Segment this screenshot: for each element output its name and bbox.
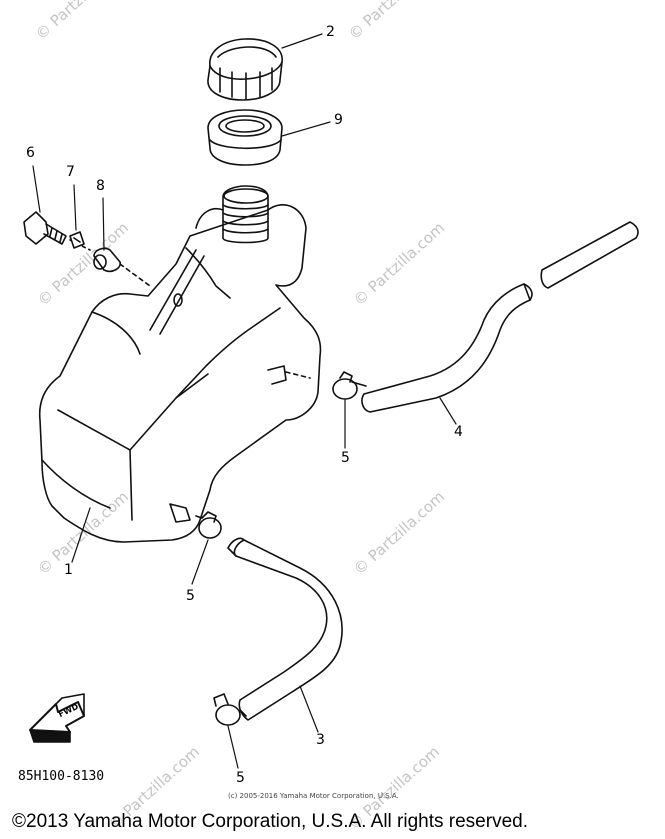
lower-outlet-nipple [169,503,191,523]
upper-outlet-nipple [267,365,311,385]
drawing-code: 85H100-8130 [18,769,105,784]
cap-gasket[interactable] [207,109,283,166]
lower-hose[interactable] [227,537,343,721]
callout-upper-hose-clamp: 5 [341,450,350,466]
bottom-hose-clamp[interactable] [213,693,247,726]
leader-lines [32,33,457,769]
small-copyright: (c) 2005-2016 Yamaha Motor Corporation, … [228,792,399,800]
main-copyright: ©2013 Yamaha Motor Corporation, U.S.A. A… [12,811,528,832]
callout-lower-hose-clamp: 5 [186,588,195,604]
callout-fuel-cap: 2 [326,24,335,40]
clip[interactable] [69,231,85,249]
grommet-nut[interactable] [93,247,151,287]
fuel-cap[interactable] [207,38,283,101]
callout-upper-hose: 4 [454,424,463,440]
upper-hose[interactable] [361,221,639,413]
fuel-tank[interactable] [38,204,322,543]
bolt[interactable] [23,211,91,251]
lower-hose-clamp[interactable] [195,511,222,539]
callout-clip: 7 [66,164,75,180]
fwd-arrow-icon [29,693,85,743]
callout-bolt: 6 [26,145,35,161]
callout-grommet-nut: 8 [96,178,105,194]
callout-lower-hose: 3 [316,732,325,748]
callout-cap-gasket: 9 [334,112,343,128]
tank-filler-neck [222,185,269,244]
callout-bottom-hose-clamp: 5 [236,770,245,786]
upper-hose-clamp[interactable] [332,371,367,400]
callout-fuel-tank: 1 [64,562,73,578]
